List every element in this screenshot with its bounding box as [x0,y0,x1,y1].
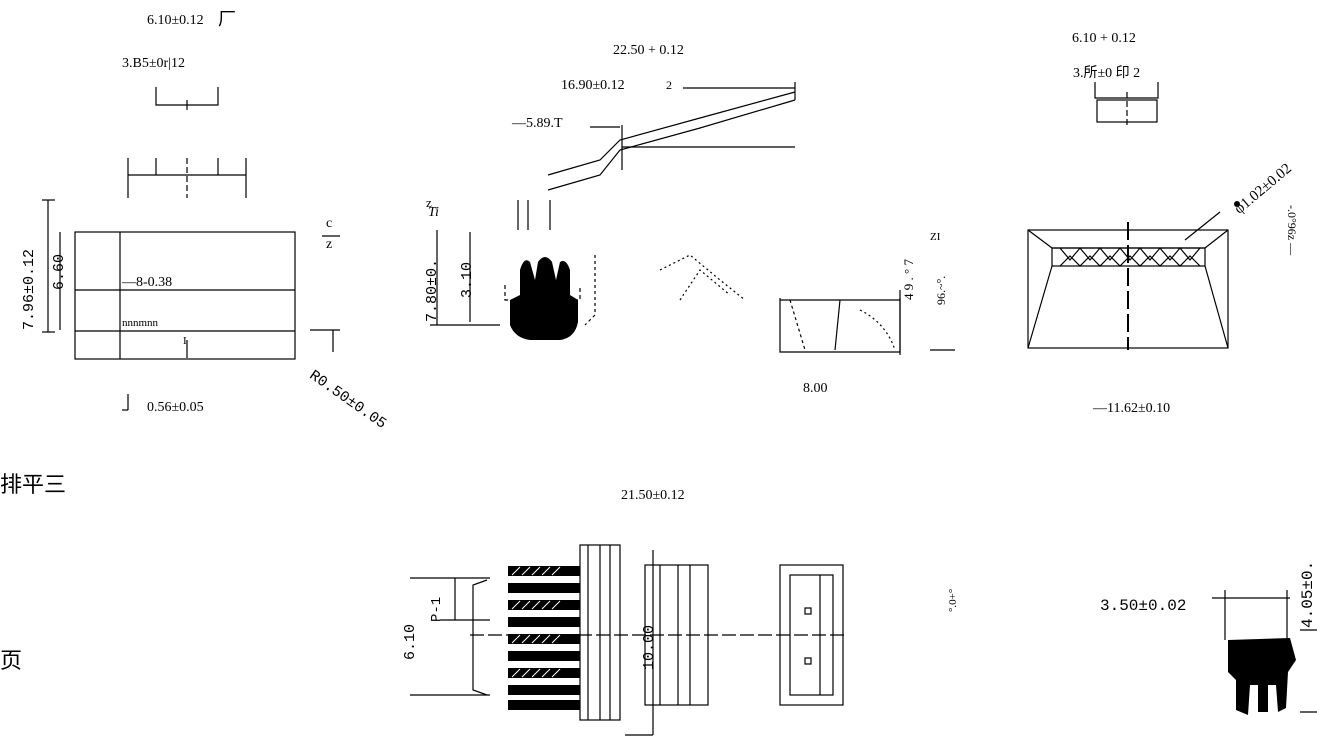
top-left-side-c: c [326,216,333,231]
top-center-base-width-dim: 8.00 [803,381,828,396]
top-center-side-dims-2: 96.~°. [934,275,948,305]
top-right-width-dim: 6.10 + 0.12 [1072,31,1136,46]
top-left-pin-width-dim: 0.56±0.05 [147,400,204,415]
pin-stripes [508,566,580,710]
top-center-side-dims: 4 9 . ° 7 [901,259,916,300]
top-left-connector-view [42,87,340,411]
bottom-height-dim: 6.10 [402,623,419,660]
top-left-pin-dim: —8-0.38 [122,275,173,290]
top-left-height-inner-dim: 6.60 [51,253,68,290]
top-right-pitch-dim: 3.所±0 印 2 [1073,66,1141,81]
left-row-label: 排平三 [0,472,67,497]
bottom-pitch-label: P-1 [429,596,445,622]
top-left-center-mark: I [183,335,187,347]
top-right-width-bottom-dim: —11.62±0.10 [1093,401,1171,416]
top-right-front-view [1027,82,1229,350]
top-left-pitch-dim: 3.B5±0r|12 [122,56,185,71]
bottom-length-inner-dim: 10.00 [641,624,658,670]
top-left-side-z: z [326,237,333,252]
top-left-height-outer-dim: 7.96±0.12 [21,248,38,330]
bottom-length-dim: 21.50±0.12 [621,488,685,503]
top-center-height-total-dim: 7.80±0. [424,258,441,322]
top-center-length-body-dim: 16.90±0.12 [561,78,625,93]
top-right-side-dim: -.0°96z — [1285,205,1299,256]
bottom-clip-solid-shape [1228,638,1296,715]
clip-solid-shape [510,257,578,340]
top-center-ti-mark: Ti [428,205,439,220]
top-center-side-view [430,82,955,355]
top-left-width-suffix: 厂 [218,9,236,29]
top-left-pin-label: nnnmnn [122,317,159,329]
top-center-z-mark: z [426,195,432,210]
top-center-length-total-dim: 22.50 + 0.12 [613,43,684,58]
top-left-width-dim: 6.10±0.12 [147,13,204,28]
bottom-clip-width-dim: 3.50±0.02 [1100,597,1187,615]
bottom-small-mark: °.0+° [947,588,959,612]
top-center-length-body-mark: 2 [666,78,672,92]
bottom-clip-height-dim: 4.05±0. [1299,560,1317,628]
top-center-height-part-dim: 3.10 [459,261,476,298]
top-center-length-tip-dim: —5.89.T [512,116,563,131]
top-center-zi-mark: ZI [930,231,941,243]
left-partial-char: 页 [0,648,23,673]
